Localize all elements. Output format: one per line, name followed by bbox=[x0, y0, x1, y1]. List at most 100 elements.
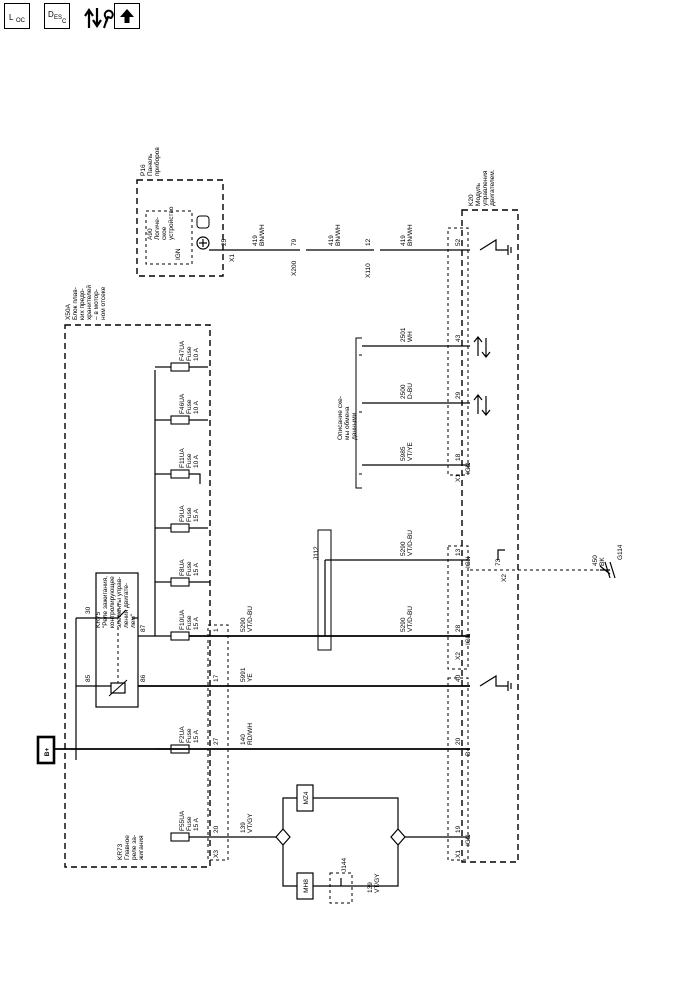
location-view-icon: L bbox=[9, 13, 14, 22]
description-view-icon-sub: ES bbox=[54, 15, 63, 21]
fuse-f47ua-label: F47UAFuse10 A bbox=[179, 340, 200, 361]
x1-k20-connector-b-outline bbox=[447, 677, 469, 861]
wires bbox=[54, 249, 600, 887]
pin-k20-20: 20 bbox=[455, 737, 462, 745]
pin-x3-27: 27 bbox=[213, 737, 220, 745]
comm-title: Описание схе- мы обмена данными bbox=[337, 394, 358, 440]
pin-k20-73: 73 bbox=[495, 558, 502, 566]
fuse-symbols bbox=[170, 362, 190, 842]
location-button[interactable]: L OC bbox=[4, 3, 30, 29]
pin-k20-40: 40 bbox=[455, 674, 462, 682]
a90-ign-label: IGN bbox=[175, 248, 182, 260]
conn-x1-k20a: X1 bbox=[455, 474, 462, 482]
tools-button[interactable] bbox=[84, 2, 114, 32]
data-bus-arrows bbox=[473, 336, 491, 416]
wire-139-mz4-loop-r bbox=[313, 797, 399, 829]
wire-419-label-b: 419BN/WH bbox=[328, 224, 342, 246]
location-view-icon-sub: OC bbox=[16, 18, 25, 24]
ground-k20-52 bbox=[479, 238, 508, 251]
conn-x3: X3 bbox=[213, 850, 220, 858]
bplus-terminal-box bbox=[36, 735, 56, 765]
pin-x3-17: 17 bbox=[213, 674, 220, 682]
pin-x110-12: 12 bbox=[365, 238, 372, 246]
p16-instrument-panel-outline bbox=[136, 179, 224, 277]
fuse-f2ua-label: F2UAFuse15 A bbox=[179, 726, 200, 743]
wire-5290-label-a: 5290VT/D-BU bbox=[400, 530, 414, 556]
conn-x2-k20b: X2 bbox=[455, 652, 462, 660]
wire-419-label-c: 419BN/WH bbox=[400, 224, 414, 246]
pin-kr75-87: 87 bbox=[140, 624, 147, 632]
pin-kr75-30: 30 bbox=[85, 606, 92, 614]
x50a-fuse-block-outline bbox=[64, 324, 211, 868]
j112-label: J112 bbox=[313, 546, 320, 560]
up-arrow-icon bbox=[120, 9, 134, 23]
x2-k20-connector-a-outline bbox=[447, 545, 469, 670]
fuse-f9ua-label: F9UAFuse15 A bbox=[179, 505, 200, 522]
j144-splice-outline bbox=[329, 872, 353, 904]
fuse-f8ua-label: F8UAFuse15 A bbox=[179, 559, 200, 576]
fuse-f55ua bbox=[170, 832, 190, 842]
wire-139-mh8-loop-r bbox=[313, 845, 399, 887]
kr75-relay-box bbox=[95, 572, 139, 708]
fuse-f55ua-label: F55UAFuse15 A bbox=[179, 810, 200, 831]
bidirectional-arrow-icon bbox=[473, 394, 491, 416]
up-button[interactable] bbox=[114, 3, 140, 29]
fuse-f9ua bbox=[170, 523, 190, 533]
mz4-label: MZ4 bbox=[303, 791, 310, 804]
wire-2501-label: 2501WH bbox=[400, 327, 414, 342]
wire-5290-label-c: 5290VT/D-BU bbox=[240, 606, 254, 632]
kr75-relay-coil-stroke bbox=[108, 679, 128, 697]
wire-139-label-a: 139VT/GY bbox=[240, 813, 254, 833]
wire-5985-label: 5985VT/YE bbox=[400, 442, 414, 461]
ground-k20-40 bbox=[479, 674, 508, 687]
description-view-icon: D bbox=[48, 10, 54, 19]
pin-label-bplus-20: B+ bbox=[465, 748, 472, 756]
ground-g114 bbox=[599, 561, 616, 579]
wire-140-label: 140RD/WH bbox=[240, 723, 254, 745]
fuse-f10ua bbox=[170, 631, 190, 641]
fuse-out-f11 bbox=[189, 473, 201, 484]
fuse-f11ua bbox=[170, 469, 190, 479]
splice-diamond-left bbox=[275, 828, 291, 846]
description-button[interactable]: D ES C bbox=[44, 3, 70, 29]
pin-k20-43: 43 bbox=[455, 334, 462, 342]
x1-k20-connector-a-outline bbox=[447, 227, 469, 476]
wire-419-label-a: 419BN/WH bbox=[252, 224, 266, 246]
x50a-title: X50A Блок плав- ких предо- хранителей – … bbox=[65, 283, 107, 320]
kr75-title: KR75 "Реле зажигания, контролирующее эле… bbox=[95, 574, 137, 628]
pin-k20-29: 29 bbox=[455, 391, 462, 399]
conn-x2-k20a: X2 bbox=[501, 574, 508, 582]
comm-bracket bbox=[355, 337, 362, 489]
pin-label-ign-19: IGN bbox=[465, 834, 472, 846]
pin-x3-1: 1 bbox=[213, 628, 220, 632]
ground-k20-73 bbox=[497, 549, 505, 560]
fuse-f10ua-label: F10UAFuse15 A bbox=[179, 609, 200, 630]
conn-x110: X110 bbox=[365, 263, 372, 278]
kr75-relay-switch bbox=[76, 609, 127, 619]
pin-label-ign-13: IGN bbox=[465, 556, 472, 568]
bplus-terminal-label: B+ bbox=[44, 748, 51, 757]
bidirectional-arrow-icon bbox=[473, 336, 491, 358]
splice-diamond-right bbox=[390, 828, 406, 846]
pin-label-ign-18: IGN bbox=[465, 462, 472, 474]
kr73-title: KR73 Главное реле за- жигания bbox=[117, 833, 145, 860]
pin-label-ign-28: IGN bbox=[465, 633, 472, 645]
j144-label: J144 bbox=[341, 858, 348, 872]
conn-x1-k20b: X1 bbox=[455, 850, 462, 858]
wire-450-label: 450BK bbox=[592, 555, 606, 566]
conn-x200: X200 bbox=[291, 260, 298, 276]
toolbar: L OC D ES C bbox=[0, 0, 160, 36]
mh8-label: MH8 bbox=[303, 879, 310, 893]
wire-5991-label: 5991YE bbox=[240, 667, 254, 682]
pin-k20-52: 52 bbox=[455, 238, 462, 246]
conn-x1-a90: X1 bbox=[229, 254, 236, 262]
a90-device-icon bbox=[196, 215, 210, 229]
arrows-wrench-icon bbox=[84, 8, 114, 29]
a90-title: A90 Логиче- ское устройство bbox=[147, 206, 175, 240]
fuse-f47ua bbox=[170, 362, 190, 372]
k20-engine-control-module-outline bbox=[461, 209, 519, 863]
pin-kr75-85: 85 bbox=[85, 674, 92, 682]
a90-logic-device-outline bbox=[145, 210, 193, 265]
pin-x200-79: 79 bbox=[291, 238, 298, 246]
